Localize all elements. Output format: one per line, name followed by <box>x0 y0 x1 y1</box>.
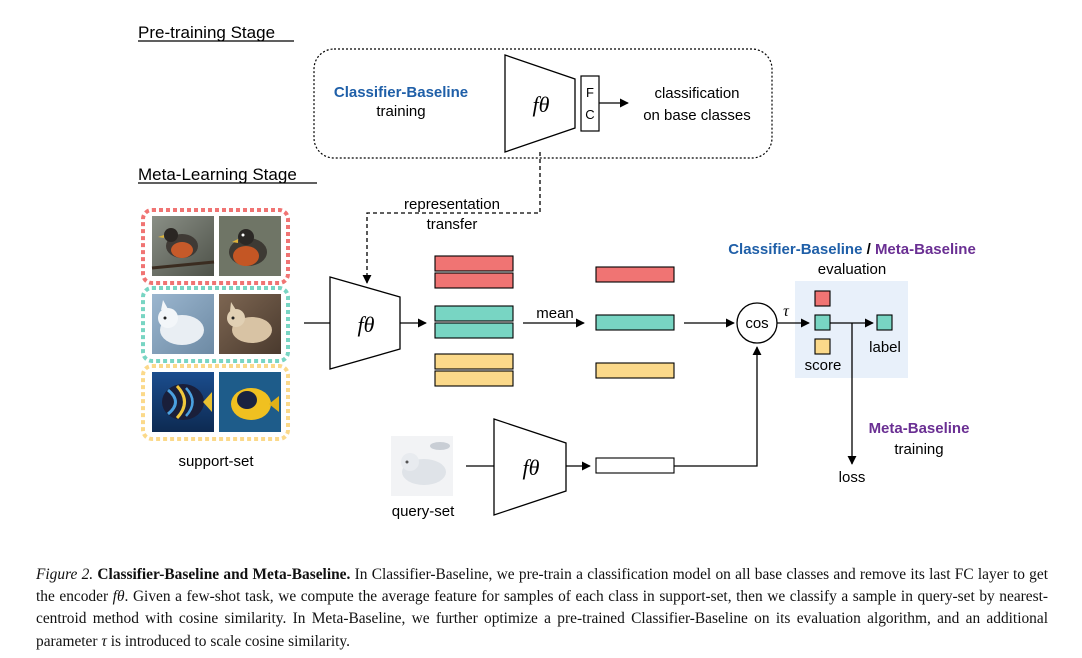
eval-subtitle: evaluation <box>818 261 886 278</box>
eval-title-classifier: Classifier-Baseline <box>728 241 862 258</box>
score-teal <box>814 314 831 331</box>
pretrain-encoder-label: fθ <box>533 92 550 117</box>
angelfish-photo <box>152 372 214 432</box>
caption-body-2: . Given a few-shot task, we compute the … <box>36 588 1049 650</box>
meta-encoder <box>329 276 401 370</box>
support-group-yellow <box>141 364 290 441</box>
meta-encoder-label: fθ <box>358 312 375 337</box>
arctic-fox-photo <box>152 294 214 354</box>
support-group-teal <box>141 286 290 363</box>
robin-photo <box>219 216 281 276</box>
caption-body-1: In Classifier-Baseline, we pre-train a c… <box>36 566 1048 606</box>
representation-label: representation <box>404 196 500 213</box>
tau-label: τ <box>783 303 790 320</box>
robin-photo <box>151 216 215 276</box>
loss-label: loss <box>839 469 866 486</box>
cos-label: cos <box>745 315 768 332</box>
classifier-training-label: training <box>376 103 425 120</box>
feature-vector-yellow <box>434 353 514 370</box>
label-box <box>876 314 893 331</box>
feature-vector-red <box>434 255 514 272</box>
meta-baseline-training-sub: training <box>894 441 943 458</box>
diagram: Pre-training Stage Classifier-Baseline t… <box>138 23 976 520</box>
fox-photo <box>219 294 281 354</box>
caption-title: Classifier-Baseline and Meta-Baseline. <box>97 566 351 583</box>
classification-label: classification <box>654 85 739 102</box>
fc-label-f: F <box>586 85 594 100</box>
score-label: score <box>805 357 842 374</box>
classifier-baseline-label: Classifier-Baseline <box>334 84 468 101</box>
meta-stage-title: Meta-Learning Stage <box>138 165 297 184</box>
pretrain-dotted-box <box>313 48 773 159</box>
support-set-label: support-set <box>178 453 254 470</box>
feature-vector-red <box>434 272 514 289</box>
label-label: label <box>869 339 901 356</box>
caption-f-theta: fθ <box>112 588 125 606</box>
caption-tau: τ <box>101 632 107 650</box>
score-red <box>814 290 831 307</box>
tropical-fish-photo <box>219 372 281 432</box>
score-yellow <box>814 338 831 355</box>
feature-vector-teal <box>434 305 514 322</box>
meta-baseline-training-title: Meta-Baseline <box>869 420 970 437</box>
eval-title: Classifier-Baseline / Meta-Baseline <box>728 241 976 258</box>
feature-vector-teal <box>434 322 514 339</box>
query-encoder-label: fθ <box>523 455 540 480</box>
pretrain-encoder <box>504 54 576 153</box>
feature-vector-yellow <box>434 370 514 387</box>
transfer-label: transfer <box>427 216 478 233</box>
centroid-red <box>595 266 675 283</box>
query-set-label: query-set <box>392 503 455 520</box>
query-encoder <box>493 418 567 516</box>
representation-transfer-arrow <box>362 152 541 284</box>
figure-caption: Figure 2. Classifier-Baseline and Meta-B… <box>36 564 1048 653</box>
caption-figure-number: Figure 2. <box>36 566 94 583</box>
query-feature-vector <box>595 457 675 474</box>
eval-title-meta: Meta-Baseline <box>875 241 976 258</box>
centroid-yellow <box>595 362 675 379</box>
arctic-fox-photo <box>391 436 453 496</box>
caption-body-3: is introduced to scale cosine similarity… <box>106 632 350 650</box>
centroid-teal <box>595 314 675 331</box>
query-to-cos-arrow <box>674 346 762 467</box>
eval-title-separator: / <box>862 241 875 258</box>
fc-label-c: C <box>585 107 594 122</box>
mean-label: mean <box>536 305 574 322</box>
support-group-red <box>141 208 290 285</box>
pretrain-stage-title: Pre-training Stage <box>138 23 275 42</box>
base-classes-label: on base classes <box>643 107 751 124</box>
